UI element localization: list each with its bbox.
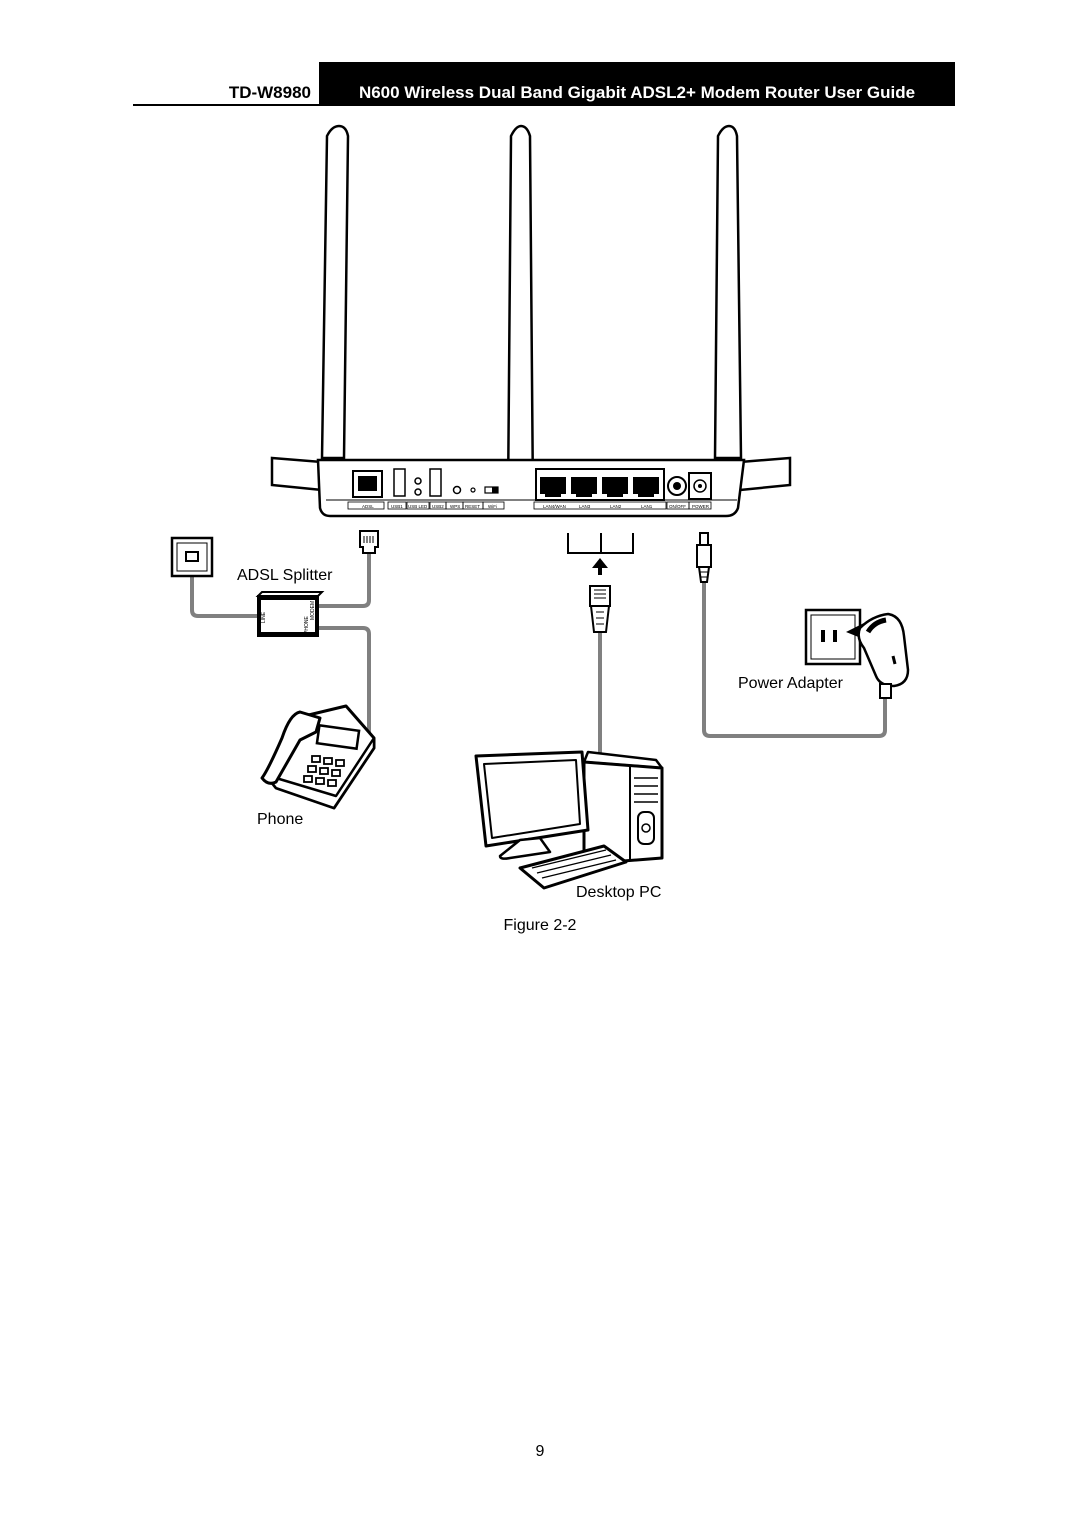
- lan-bracket: [567, 533, 634, 554]
- port-label: LAN2: [610, 504, 622, 509]
- wall-phone-jack: [170, 536, 214, 578]
- port-label: USB1: [391, 504, 403, 509]
- router-antennas: [320, 124, 743, 502]
- rj11-plug: [359, 530, 379, 554]
- desktop-pc-label: Desktop PC: [576, 884, 662, 901]
- dc-power-plug: [696, 532, 712, 583]
- model-name: TD-W8980: [228, 83, 311, 102]
- usb-port-1: [393, 468, 406, 497]
- cable-wall-to-splitter: [190, 572, 260, 618]
- power-outlet: [804, 608, 862, 666]
- cable-splitter-to-phone: [316, 626, 371, 735]
- telephone-icon: [260, 704, 376, 810]
- header-title-box: [319, 62, 955, 106]
- cable-splitter-to-router: [316, 551, 371, 608]
- cable-power: [702, 580, 887, 738]
- router-wing-left: [270, 456, 324, 492]
- figure-caption: Figure 2-2: [503, 917, 577, 934]
- phone-label: Phone: [257, 811, 304, 828]
- port-label: RESET: [465, 504, 480, 509]
- port-label: ADSL: [362, 504, 374, 509]
- page-header: TD-W8980 N600 Wireless Dual Band Gigabit…: [133, 62, 955, 106]
- port-label: ON/OFF: [669, 504, 686, 509]
- guide-title: N600 Wireless Dual Band Gigabit ADSL2+ M…: [358, 83, 916, 102]
- usb-port-2: [429, 468, 442, 497]
- arrow-up-icon: [592, 558, 608, 575]
- wps-button: [452, 485, 462, 495]
- rj45-plug: [589, 585, 611, 633]
- port-label: WPS: [450, 504, 460, 509]
- lan-ports: [540, 477, 659, 497]
- port-labels: ADSL USB1 USB LED USB2 WPS RESET WiFi LA…: [347, 501, 712, 510]
- desktop-pc-icon: [474, 750, 664, 890]
- power-adapter: [846, 612, 910, 699]
- splitter-label: PHONE: [304, 616, 310, 634]
- page-number: 9: [535, 1443, 545, 1460]
- usb-led-button: [414, 477, 422, 485]
- port-label: LAN1: [641, 504, 653, 509]
- antenna-left: [320, 124, 350, 460]
- antenna-middle: [506, 124, 535, 502]
- splitter-label: LINE: [261, 611, 267, 623]
- port-label: WiFi: [488, 504, 497, 509]
- power-adapter-label: Power Adapter: [738, 675, 843, 692]
- port-label: LAN3: [579, 504, 591, 509]
- reset-button: [470, 487, 476, 493]
- router: ADSL USB1 USB LED USB2 WPS RESET WiFi LA…: [270, 456, 792, 518]
- splitter-label: MODEM: [310, 601, 316, 620]
- port-label: USB LED: [408, 504, 428, 509]
- adsl-splitter-label: ADSL Splitter: [237, 567, 333, 584]
- port-label: POWER: [692, 504, 710, 509]
- phone-keypad: [303, 755, 345, 787]
- adsl-splitter: LINE PHONE MODEM: [255, 591, 325, 637]
- router-wing-right: [738, 456, 792, 492]
- port-label: USB2: [432, 504, 444, 509]
- header-rule: [133, 104, 319, 106]
- antenna-right: [713, 124, 743, 460]
- port-label: LAN4/WAN: [543, 504, 566, 509]
- cables: [190, 551, 887, 754]
